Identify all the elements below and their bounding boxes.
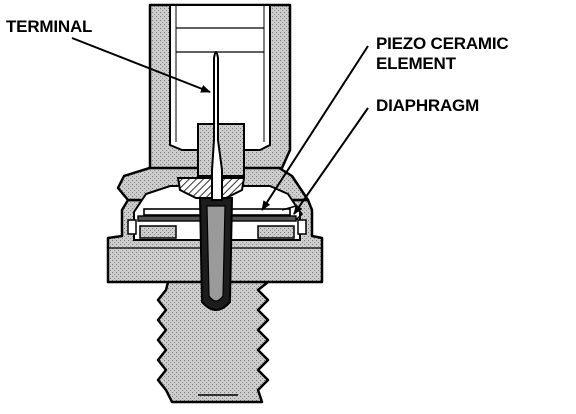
connector-housing: [148, 3, 292, 177]
terminal-pin: [211, 51, 223, 201]
piezo-ceramic-label-line2: ELEMENT: [376, 54, 457, 73]
diaphragm-leader-line: [293, 107, 369, 215]
piezo-leader-line: [261, 45, 369, 211]
diaphragm-label: DIAPHRAGM: [376, 96, 479, 115]
terminal-leader-line: [71, 37, 211, 93]
leader-lines: [71, 37, 369, 215]
terminal-label: TERMINAL: [6, 17, 92, 36]
piezo-ceramic-label-line1: PIEZO CERAMIC: [376, 34, 508, 53]
terminal-post: [198, 197, 234, 311]
threaded-shank: [156, 276, 270, 404]
